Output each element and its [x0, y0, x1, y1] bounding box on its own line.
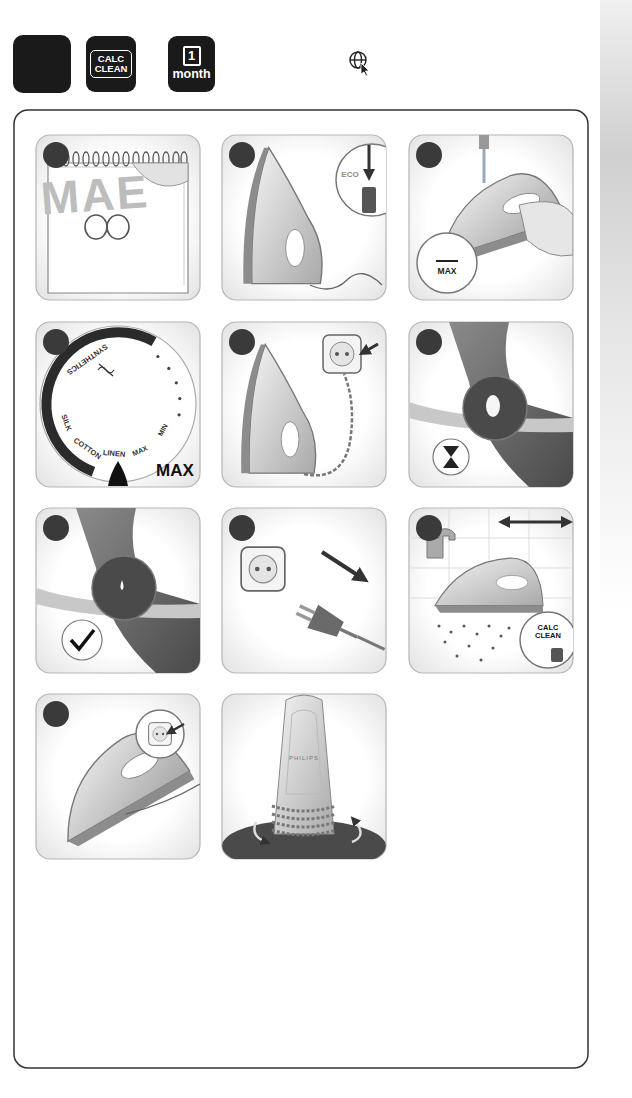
dial-text: SYNTHETICS	[65, 342, 109, 376]
dial-text: COTTON	[71, 437, 102, 462]
watermark: MAE	[39, 166, 150, 224]
panel-wait-light	[409, 322, 573, 487]
globe-icon	[350, 52, 369, 76]
level-mark: MAX	[438, 267, 457, 276]
panel-calendar	[36, 135, 200, 300]
mode-icon: CALC CLEAN	[86, 36, 136, 92]
dial-text: MAX	[131, 444, 148, 458]
panel-unplug	[222, 508, 390, 673]
day-number: 1	[183, 46, 201, 66]
panel-light-off	[36, 508, 200, 673]
panel-calc-clean	[409, 508, 576, 673]
panel-store	[222, 694, 386, 872]
interval-text: month	[172, 66, 210, 82]
dial-text: LINEN	[102, 449, 125, 459]
section-marker	[13, 35, 71, 93]
panel-dial	[36, 322, 200, 487]
side-tab	[600, 0, 632, 610]
panel-iron-setting	[222, 135, 408, 300]
interval-icon: 1month	[168, 36, 215, 92]
setting-text: MAX	[156, 462, 194, 481]
panel-replug	[36, 694, 200, 859]
frame	[14, 110, 588, 1068]
panel-fill-water	[409, 135, 573, 300]
dial-text: MIN	[156, 423, 169, 438]
button-label: CALC CLEAN	[532, 624, 564, 640]
brand-text: PHILIPS	[289, 755, 319, 762]
panel-plug-in	[222, 322, 386, 487]
mode-text: CALC CLEAN	[90, 50, 132, 79]
dial-text: SILK	[59, 413, 73, 432]
setting-text: ECO	[341, 171, 358, 180]
